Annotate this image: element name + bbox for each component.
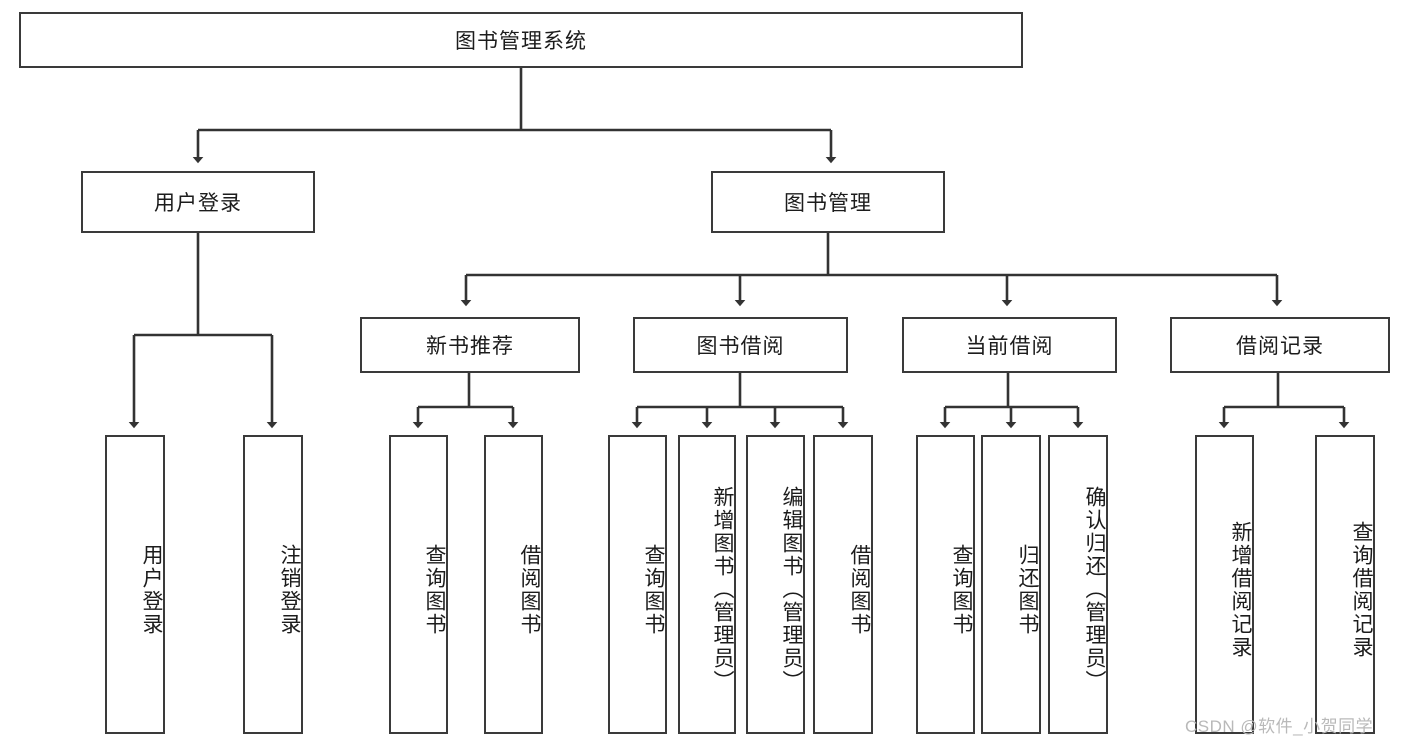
- leaf-query-book-borrow[interactable]: 查询图书: [608, 435, 667, 734]
- node-label: 查询图书: [423, 543, 446, 636]
- leaf-query-borrow-record[interactable]: 查询借阅记录: [1315, 435, 1375, 734]
- leaf-logout[interactable]: 注销登录: [243, 435, 303, 734]
- node-current-borrow[interactable]: 当前借阅: [902, 317, 1117, 373]
- node-label: 图书管理系统: [455, 30, 587, 53]
- node-label: 注销登录: [278, 543, 301, 636]
- node-label: 查询借阅记录: [1350, 520, 1373, 659]
- node-label: 新书推荐: [426, 335, 514, 358]
- leaf-query-book-recommend[interactable]: 查询图书: [389, 435, 448, 734]
- node-book-borrow[interactable]: 图书借阅: [633, 317, 848, 373]
- node-label: 图书管理: [784, 192, 872, 215]
- leaf-add-borrow-record[interactable]: 新增借阅记录: [1195, 435, 1254, 734]
- watermark: CSDN @软件_小贺同学: [1185, 717, 1374, 736]
- leaf-add-book-admin[interactable]: 新增图书（管理员）: [678, 435, 736, 734]
- node-label: 借阅记录: [1236, 335, 1324, 358]
- leaf-borrow-book-recommend[interactable]: 借阅图书: [484, 435, 543, 734]
- node-user-login[interactable]: 用户登录: [81, 171, 315, 233]
- node-label: 借阅图书: [848, 543, 871, 636]
- node-label: 归还图书: [1016, 543, 1039, 636]
- leaf-edit-book-admin[interactable]: 编辑图书（管理员）: [746, 435, 805, 734]
- node-label: 查询图书: [642, 543, 665, 636]
- node-label: 新增借阅记录: [1229, 520, 1252, 659]
- leaf-user-login[interactable]: 用户登录: [105, 435, 165, 734]
- node-borrow-record[interactable]: 借阅记录: [1170, 317, 1390, 373]
- node-label: 图书借阅: [696, 335, 785, 358]
- node-new-book-recommend[interactable]: 新书推荐: [360, 317, 580, 373]
- leaf-confirm-return-admin[interactable]: 确认归还（管理员）: [1048, 435, 1108, 734]
- node-label: 用户登录: [154, 192, 242, 215]
- node-label: 新增图书（管理员）: [711, 486, 734, 693]
- node-label: 用户登录: [140, 543, 163, 636]
- node-label: 借阅图书: [518, 543, 541, 636]
- node-root-book-management-system[interactable]: 图书管理系统: [19, 12, 1023, 68]
- leaf-return-book[interactable]: 归还图书: [981, 435, 1041, 734]
- leaf-borrow-book[interactable]: 借阅图书: [813, 435, 873, 734]
- node-book-management[interactable]: 图书管理: [711, 171, 945, 233]
- node-label: 当前借阅: [965, 335, 1054, 358]
- node-label: 确认归还（管理员）: [1083, 486, 1106, 693]
- node-label: 编辑图书（管理员）: [780, 486, 803, 693]
- leaf-query-book-current[interactable]: 查询图书: [916, 435, 975, 734]
- node-label: 查询图书: [950, 543, 973, 636]
